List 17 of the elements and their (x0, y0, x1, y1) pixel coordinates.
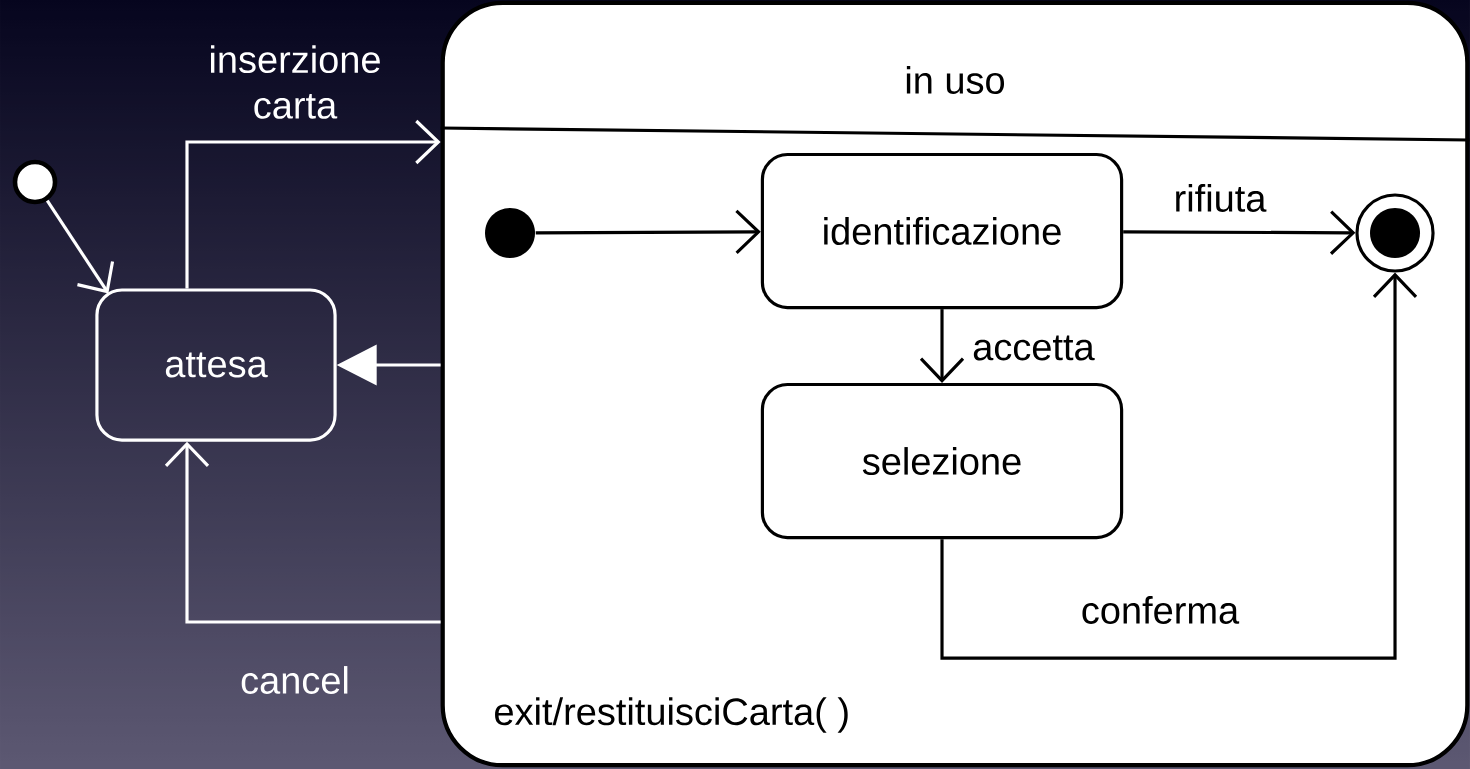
state-box: attesa (95, 288, 337, 442)
arrow (185, 119, 441, 289)
arrow (940, 272, 1418, 660)
edge-label: inserzione carta (211, 45, 380, 119)
arrow (45, 199, 115, 294)
arrow (535, 209, 761, 255)
final-state (1355, 193, 1435, 273)
initial-state (485, 208, 535, 258)
edge-label: rifiuta (1176, 184, 1267, 212)
state-box: selezione (760, 382, 1124, 540)
edge-label: conferma (1082, 596, 1240, 624)
state-box: identificazione (760, 152, 1124, 310)
edge-label: accetta (973, 335, 1095, 361)
edge-label: cancel (241, 666, 348, 694)
arrow (1123, 210, 1356, 255)
arrow (164, 441, 441, 624)
initial-state (12, 159, 58, 205)
